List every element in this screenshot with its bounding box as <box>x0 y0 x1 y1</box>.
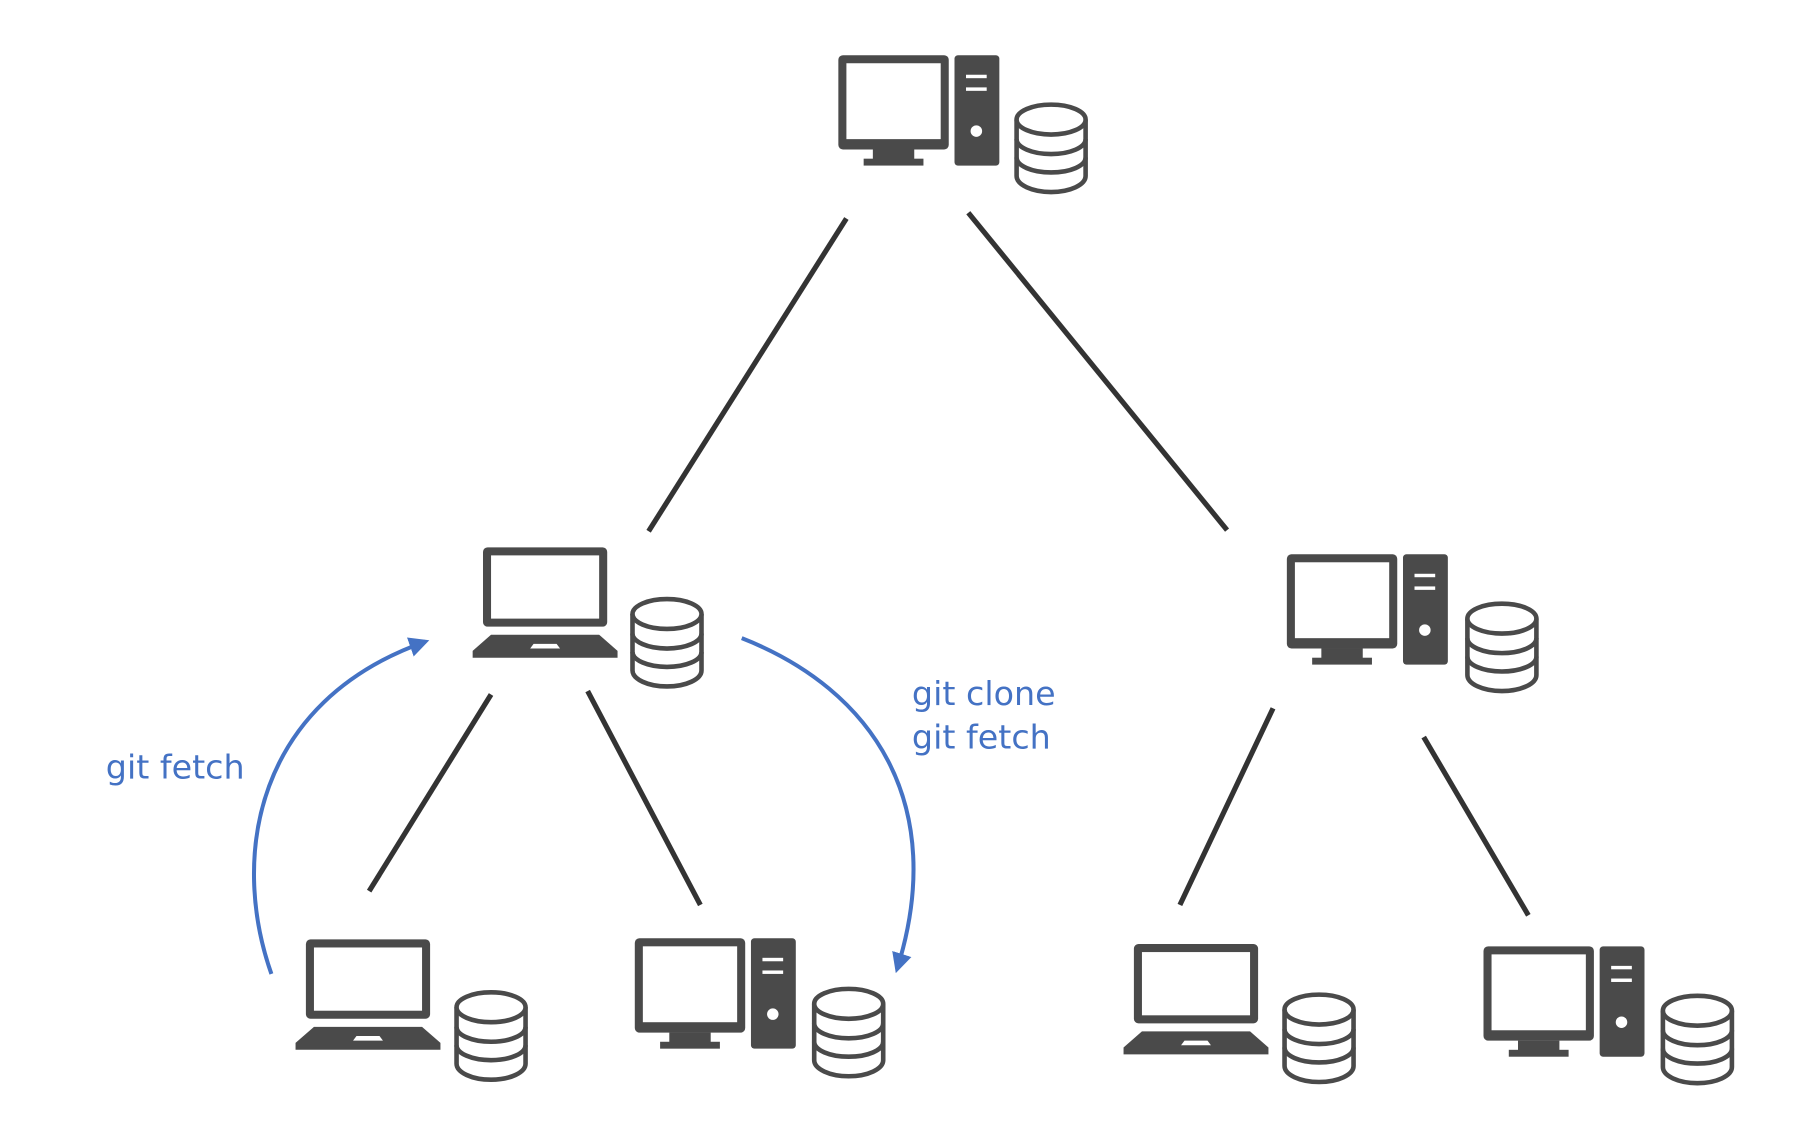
desktop-icon <box>1286 554 1448 665</box>
node-leaf-4 <box>1483 946 1732 1083</box>
database-icon <box>633 599 702 686</box>
label-git-fetch-left: git fetch <box>106 747 245 786</box>
label-git-clone: git clone <box>912 674 1056 713</box>
database-icon <box>457 992 526 1079</box>
database-icon <box>814 989 883 1076</box>
laptop-icon <box>1123 944 1269 1055</box>
database-icon <box>1467 604 1536 691</box>
link-root-midleft <box>646 217 849 533</box>
laptop-icon <box>295 939 441 1050</box>
node-leaf-3 <box>1123 944 1354 1082</box>
node-mid-left <box>472 547 702 686</box>
laptop-icon <box>472 547 618 658</box>
git-clone-fetch-arrow-right <box>741 636 916 974</box>
node-root <box>838 55 1085 192</box>
git-fetch-arrow-left <box>251 637 430 975</box>
node-leaf-1 <box>295 939 526 1079</box>
node-leaf-2 <box>634 938 883 1076</box>
node-mid-right <box>1286 554 1537 691</box>
label-git-fetch-right: git fetch <box>912 718 1051 757</box>
link-midright-leaf3 <box>1177 707 1276 907</box>
database-icon <box>1663 996 1732 1083</box>
link-root-midright <box>966 211 1230 532</box>
desktop-icon <box>634 938 796 1049</box>
database-icon <box>1285 995 1354 1082</box>
link-midleft-leaf2 <box>585 689 703 907</box>
link-midleft-leaf1 <box>366 693 494 893</box>
desktop-icon <box>1483 946 1645 1057</box>
desktop-icon <box>838 55 1000 166</box>
database-icon <box>1017 105 1086 192</box>
link-midright-leaf4 <box>1421 735 1531 917</box>
